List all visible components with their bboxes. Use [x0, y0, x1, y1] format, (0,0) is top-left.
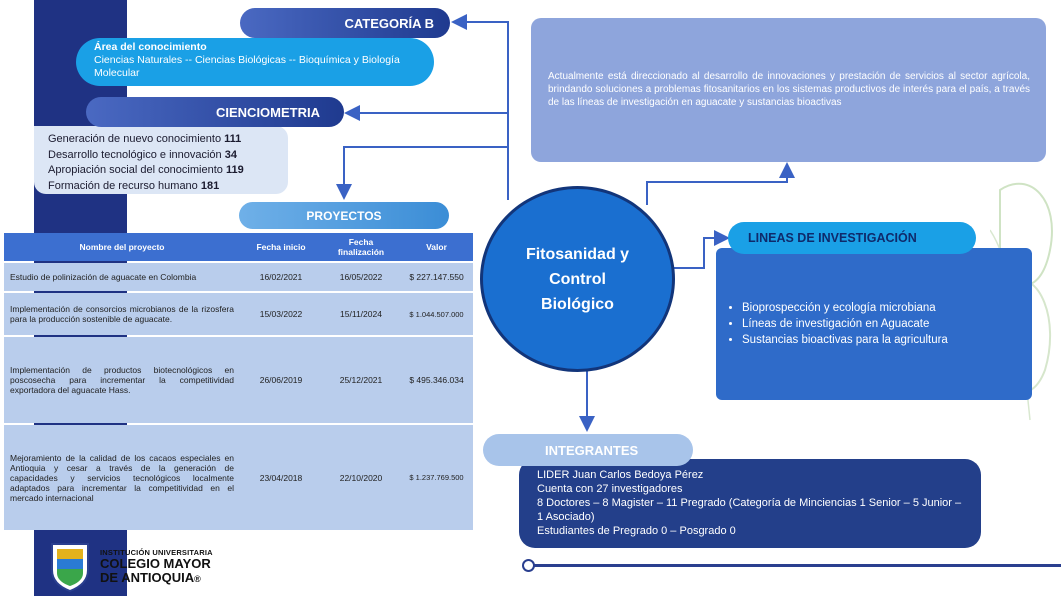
cienciometria-item: Desarrollo tecnológico e innovación 34 — [48, 148, 237, 161]
table-row: Implementación de productos biotecnológi… — [4, 337, 473, 423]
center-circle: Fitosanidad y Control Biológico — [480, 186, 675, 372]
cell-nombre: Implementación de productos biotecnológi… — [4, 337, 240, 423]
cienciometria-item: Apropiación social del conocimiento 119 — [48, 164, 244, 176]
shield-icon — [51, 543, 89, 592]
center-title: Fitosanidad y Control Biológico — [525, 245, 630, 313]
col-inicio: Fecha inicio — [240, 233, 322, 261]
cell-inicio: 16/02/2021 — [240, 263, 322, 291]
cell-fin: 25/12/2021 — [322, 337, 400, 423]
logo-line1: INSTITUCIÓN UNIVERSITARIA — [100, 548, 213, 557]
divider-line — [528, 564, 1061, 567]
cell-valor: $ 1.237.769.500 — [400, 425, 473, 530]
integrantes-line: Cuenta con 27 investigadores — [537, 483, 683, 495]
integrantes-title: INTEGRANTES — [545, 442, 639, 458]
categoria-title: CATEGORÍA B — [344, 15, 434, 31]
integrantes-box: LIDER Juan Carlos Bedoya Pérez Cuenta co… — [519, 459, 981, 548]
lineas-list: Bioprospección y ecología microbiana Lín… — [730, 300, 1032, 348]
cell-fin: 16/05/2022 — [322, 263, 400, 291]
table-header-row: Nombre del proyecto Fecha inicio Fecha f… — [4, 233, 473, 261]
list-item: Sustancias bioactivas para la agricultur… — [742, 332, 1032, 348]
list-item: Bioprospección y ecología microbiana — [742, 300, 1032, 316]
table-row: Estudio de polinización de aguacate en C… — [4, 263, 473, 291]
lineas-title: LINEAS DE INVESTIGACIÓN — [748, 231, 917, 245]
table-row: Mejoramiento de la calidad de los cacaos… — [4, 425, 473, 530]
proyectos-header: PROYECTOS — [239, 202, 449, 229]
cell-fin: 22/10/2020 — [322, 425, 400, 530]
cienciometria-header: CIENCIOMETRIA — [86, 97, 344, 127]
col-valor: Valor — [400, 233, 473, 261]
table-row: Implementación de consorcios microbianos… — [4, 293, 473, 335]
descripcion-text: Actualmente está direccionado al desarro… — [548, 71, 1030, 108]
cell-nombre: Implementación de consorcios microbianos… — [4, 293, 240, 335]
cell-nombre: Estudio de polinización de aguacate en C… — [4, 263, 240, 291]
cienciometria-box: Generación de nuevo conocimiento 111 Des… — [34, 126, 288, 194]
area-text: Ciencias Naturales -- Ciencias Biológica… — [94, 54, 400, 79]
lineas-box: Bioprospección y ecología microbiana Lín… — [716, 248, 1032, 400]
integrantes-line: 8 Doctores – 8 Magister – 11 Pregrado (C… — [537, 497, 965, 523]
cienciometria-item: Generación de nuevo conocimiento 111 — [48, 133, 242, 145]
proyectos-title: PROYECTOS — [306, 208, 382, 223]
integrantes-line: LIDER Juan Carlos Bedoya Pérez — [537, 469, 704, 481]
cell-nombre: Mejoramiento de la calidad de los cacaos… — [4, 425, 240, 530]
area-conocimiento-box: Área del conocimiento Ciencias Naturales… — [76, 38, 434, 86]
list-item: Líneas de investigación en Aguacate — [742, 316, 1032, 332]
cell-fin: 15/11/2024 — [322, 293, 400, 335]
categoria-badge: CATEGORÍA B — [240, 8, 450, 38]
cell-valor: $ 1.044.507.000 — [400, 293, 473, 335]
cell-inicio: 15/03/2022 — [240, 293, 322, 335]
integrantes-line: Estudiantes de Pregrado 0 – Posgrado 0 — [537, 525, 736, 537]
descripcion-box: Actualmente está direccionado al desarro… — [531, 18, 1046, 162]
cell-valor: $ 227.147.550 — [400, 263, 473, 291]
cell-valor: $ 495.346.034 — [400, 337, 473, 423]
divider-dot — [522, 559, 535, 572]
proyectos-table: Nombre del proyecto Fecha inicio Fecha f… — [4, 231, 473, 532]
integrantes-header: INTEGRANTES — [483, 434, 693, 466]
logo-line2: COLEGIO MAYOR DE ANTIOQUIA® — [100, 556, 211, 585]
institution-logo: INSTITUCIÓN UNIVERSITARIA COLEGIO MAYOR … — [48, 540, 248, 592]
lineas-header: LINEAS DE INVESTIGACIÓN — [728, 222, 976, 254]
cell-inicio: 26/06/2019 — [240, 337, 322, 423]
cell-inicio: 23/04/2018 — [240, 425, 322, 530]
col-nombre: Nombre del proyecto — [4, 233, 240, 261]
cienciometria-title: CIENCIOMETRIA — [216, 104, 320, 120]
col-fin: Fecha finalización — [322, 233, 400, 261]
cienciometria-item: Formación de recurso humano 181 — [48, 179, 220, 192]
area-title: Área del conocimiento — [94, 41, 207, 53]
